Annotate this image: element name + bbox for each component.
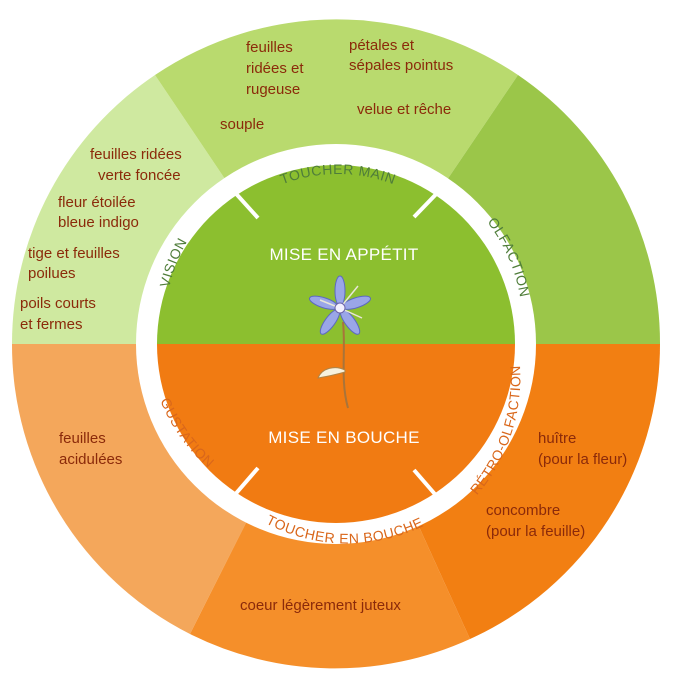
note-toucher-main-velue: velue et rêche xyxy=(357,101,451,118)
center-top xyxy=(157,165,515,344)
center-bottom-label: MISE EN BOUCHE xyxy=(268,428,420,447)
note-toucher-main-petales: pétales et sépales pointus xyxy=(349,37,453,74)
note-vision-feuilles: feuilles ridées verte foncée xyxy=(90,146,186,184)
note-vision-tige: tige et feuilles poilues xyxy=(28,245,124,282)
note-toucher-bouche-coeur: coeur légèrement juteux xyxy=(240,597,401,614)
borage-flower-icon xyxy=(308,275,372,409)
note-toucher-main-feuilles: feuilles ridées et rugeuse xyxy=(246,39,308,98)
note-retro-concombre: concombre (pour la feuille) xyxy=(486,502,585,540)
note-vision-fleur: fleur étoilée bleue indigo xyxy=(58,194,140,231)
note-vision-poils: poils courts et fermes xyxy=(20,295,100,333)
ring-dividers xyxy=(228,185,445,502)
center-top-label: MISE EN APPÉTIT xyxy=(269,245,418,264)
note-retro-huitre: huître (pour la fleur) xyxy=(538,430,627,468)
note-toucher-main-souple: souple xyxy=(220,116,264,133)
note-gustation-feuilles: feuilles acidulées xyxy=(59,430,122,468)
